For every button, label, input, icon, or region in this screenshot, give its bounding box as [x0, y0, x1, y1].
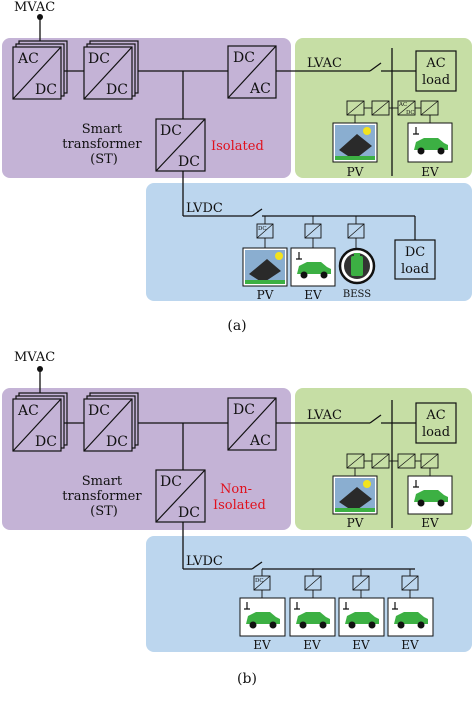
dc-side-small-converters-b: DC	[253, 569, 419, 598]
ac-side-small-converters-b	[346, 453, 439, 476]
isolated-dcdc-converter: DC DC	[155, 118, 206, 172]
dcdc-converter-stack-b: DC DC	[83, 392, 139, 452]
svg-text:PV: PV	[257, 288, 274, 302]
dc-side-small-converters: DC	[256, 216, 416, 248]
dcac-inverter: DC AC	[227, 45, 277, 99]
ac-side-small-converters: AC DC	[346, 100, 439, 123]
dc-ev-icons-b	[239, 597, 434, 637]
svg-text:DC: DC	[35, 434, 57, 450]
svg-text:EV: EV	[401, 638, 419, 652]
nonisolated-dcdc-converter: DC DC	[155, 469, 206, 523]
svg-text:AC: AC	[425, 56, 445, 71]
pv-icon	[332, 122, 378, 163]
svg-text:DC: DC	[160, 474, 182, 490]
svg-text:PV: PV	[347, 165, 364, 179]
svg-text:EV: EV	[303, 638, 321, 652]
acdc-converter: AC DC	[12, 40, 68, 100]
mvac-label: MVAC	[14, 0, 55, 15]
svg-text:DC: DC	[178, 505, 200, 521]
pv-icon-b	[332, 475, 378, 515]
svg-text:EV: EV	[304, 288, 322, 302]
svg-text:DC: DC	[406, 110, 415, 116]
svg-text:DC: DC	[405, 245, 425, 260]
ac-load: AC load	[415, 50, 457, 92]
svg-text:DC: DC	[88, 403, 110, 419]
caption-a: (a)	[227, 318, 246, 334]
svg-text:DC: DC	[233, 50, 255, 66]
svg-text:BESS: BESS	[343, 289, 371, 300]
svg-text:AC: AC	[398, 102, 407, 108]
svg-text:DC: DC	[106, 82, 128, 98]
lvdc-label: LVDC	[186, 201, 223, 216]
svg-text:load: load	[422, 73, 450, 88]
svg-text:load: load	[401, 262, 429, 277]
svg-text:DC: DC	[160, 123, 182, 139]
dc-ev-icon	[290, 247, 336, 287]
bess-icon	[338, 247, 376, 285]
st-label-b: Smart transformer (ST)	[62, 474, 145, 519]
isolation-label: Isolated	[211, 139, 264, 154]
isolation-label-b: Non- Isolated	[213, 482, 266, 513]
svg-text:EV: EV	[253, 638, 271, 652]
lvac-switch	[369, 62, 382, 72]
svg-text:AC: AC	[17, 51, 39, 67]
svg-text:AC: AC	[425, 408, 445, 423]
lvac-label: LVAC	[307, 56, 342, 71]
ev-icon	[407, 122, 453, 163]
svg-text:AC: AC	[249, 81, 271, 97]
svg-text:EV: EV	[421, 165, 439, 179]
svg-text:load: load	[422, 425, 450, 440]
svg-text:AC: AC	[249, 433, 271, 449]
svg-text:DC: DC	[233, 402, 255, 418]
dc-panel	[146, 183, 472, 301]
mvac-label-b: MVAC	[14, 350, 55, 365]
ev-icon-b	[407, 475, 453, 515]
dc-load: DC load	[394, 239, 436, 280]
dcdc-converter-stack: DC DC	[83, 40, 139, 100]
svg-text:DC: DC	[106, 434, 128, 450]
acdc-converter-b: AC DC	[12, 392, 68, 452]
dcac-inverter-b: DC AC	[227, 397, 277, 451]
ac-load-b: AC load	[415, 402, 457, 444]
lvdc-switch	[251, 208, 263, 217]
dc-pv-icon	[242, 247, 288, 287]
svg-text:DC: DC	[255, 578, 264, 584]
svg-text:EV: EV	[421, 516, 439, 530]
svg-text:AC: AC	[17, 403, 39, 419]
svg-text:DC: DC	[178, 154, 200, 170]
lvac-label-b: LVAC	[307, 408, 342, 423]
st-label: Smart transformer (ST)	[62, 122, 145, 167]
svg-text:DC: DC	[88, 51, 110, 67]
svg-text:EV: EV	[352, 638, 370, 652]
st-panel	[2, 38, 291, 178]
lvdc-label-b: LVDC	[186, 554, 223, 569]
svg-text:DC: DC	[258, 226, 267, 232]
svg-text:PV: PV	[347, 516, 364, 530]
caption-b: (b)	[237, 671, 257, 687]
panel-a: MVAC AC DC DC DC DC AC	[2, 0, 472, 334]
svg-text:DC: DC	[35, 82, 57, 98]
panel-b: MVAC AC DC DC DC DC AC S	[2, 350, 472, 687]
